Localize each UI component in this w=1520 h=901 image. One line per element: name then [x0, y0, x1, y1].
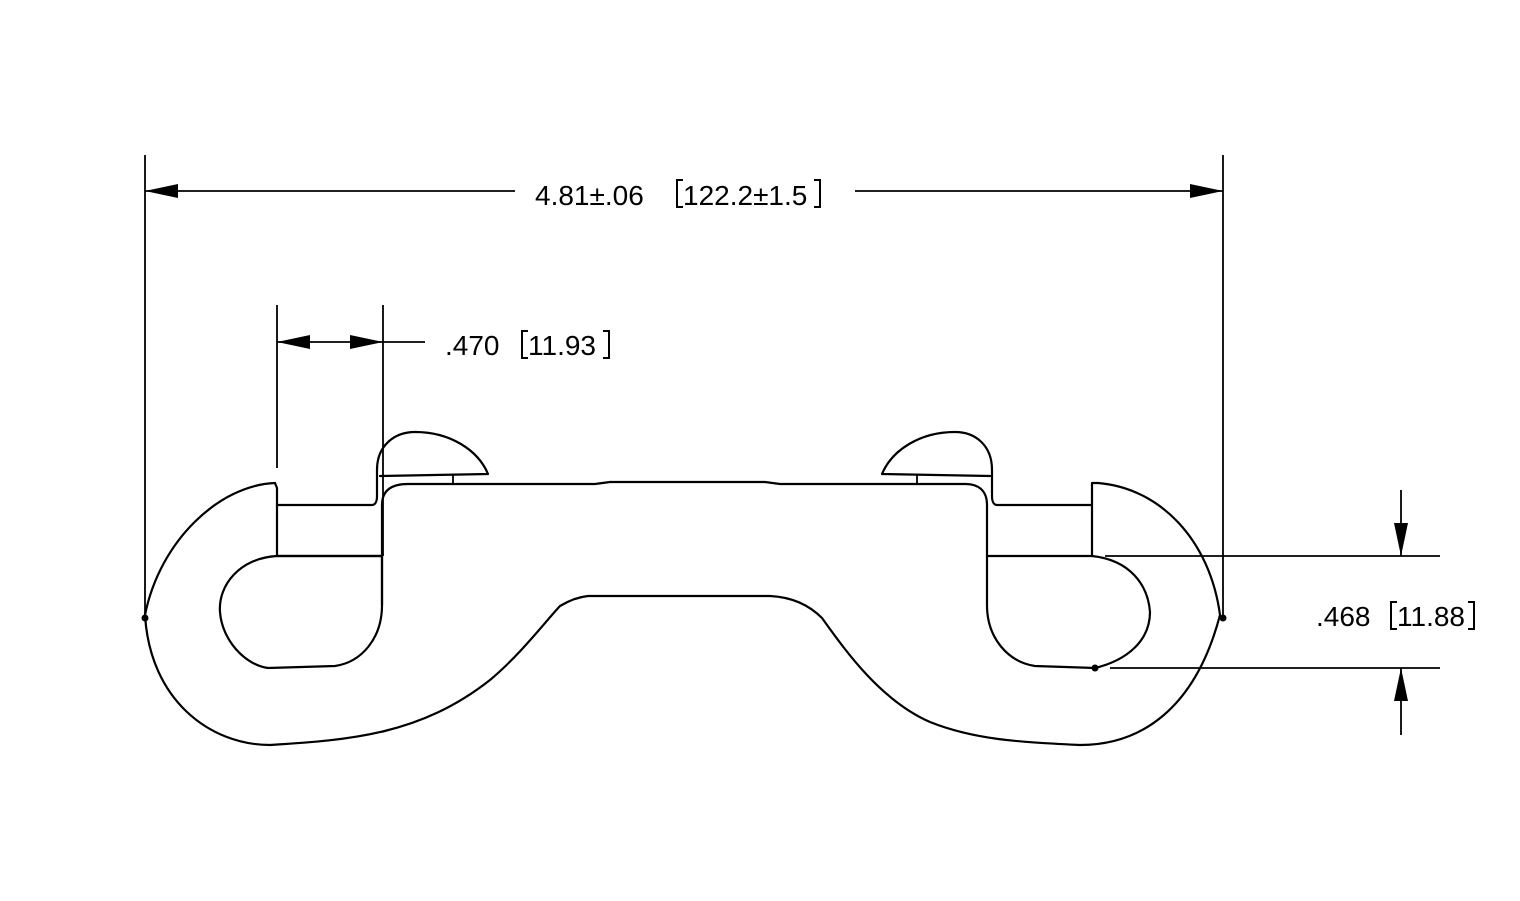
reference-point-right	[1219, 614, 1227, 622]
eye-bracket-open	[1390, 601, 1397, 630]
left-gate	[275, 430, 490, 507]
part-outline	[143, 430, 1222, 747]
center-body-top	[380, 480, 989, 607]
reference-point-eye	[1091, 664, 1099, 672]
gate-bracket-open	[521, 330, 528, 359]
gate-arrowhead-right	[350, 335, 383, 349]
bracket-open	[676, 179, 683, 208]
eye-arrowhead-bottom	[1394, 668, 1408, 701]
gate-opening-metric: 11.93	[528, 330, 596, 361]
gate-arrowhead-left	[277, 335, 310, 349]
gate-opening-dimension: .470 11.93	[276, 305, 610, 556]
left-eye-opening	[218, 554, 384, 670]
arrowhead-right	[1190, 184, 1223, 198]
bracket-close	[814, 179, 821, 208]
reference-points	[141, 614, 1227, 672]
left-hook-tip	[273, 481, 279, 558]
overall-length-imperial: 4.81±.06	[535, 180, 644, 211]
arrowhead-left	[145, 184, 178, 198]
eye-opening-imperial: .468	[1316, 601, 1371, 632]
overall-length-metric: 122.2±1.5	[683, 180, 807, 211]
gate-opening-imperial: .470	[445, 330, 500, 361]
right-eye-opening	[985, 554, 1152, 670]
right-gate	[880, 430, 1094, 507]
eye-opening-dimension: .468 11.88	[1105, 490, 1475, 735]
eye-arrowhead-top	[1394, 523, 1408, 556]
overall-length-dimension: 4.81±.06 122.2±1.5	[144, 155, 1224, 615]
gate-bracket-close	[603, 330, 610, 359]
outer-body-contour	[143, 481, 1222, 747]
eye-opening-metric: 11.88	[1397, 601, 1465, 632]
eye-bracket-close	[1468, 601, 1475, 630]
reference-point-left	[141, 614, 149, 622]
